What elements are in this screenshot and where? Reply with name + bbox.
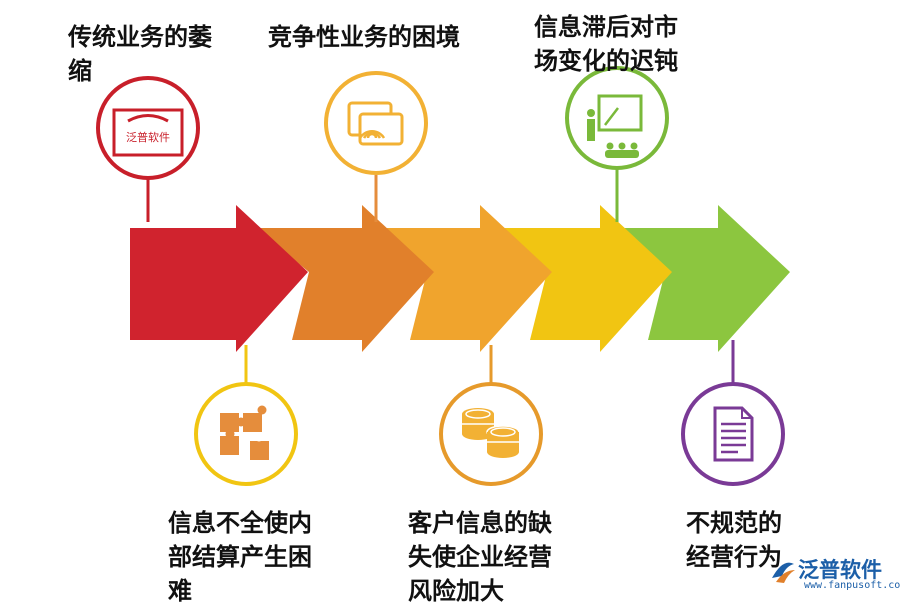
chevron-arrow-3 <box>372 205 552 352</box>
stage-label-5: 信息滞后对市 场变化的迟钝 <box>534 10 678 78</box>
stage-5-line-1: 信息滞后对市 <box>534 13 678 41</box>
stage-3-line-1: 竞争性业务的困境 <box>268 23 460 51</box>
chevron-arrow-2 <box>255 205 434 352</box>
wireless-screen-icon <box>324 71 428 175</box>
watermark-url: www.fanpusoft.com <box>804 580 900 591</box>
stage-6-line-1: 不规范的 <box>686 509 782 537</box>
stage-2-line-3: 难 <box>168 577 192 605</box>
chevron-arrow-5 <box>612 205 790 352</box>
stage-4-line-2: 失使企业经营 <box>408 543 552 571</box>
tv-logo-icon: 泛普软件 <box>96 76 200 180</box>
watermark-logo: 泛普软件 www.fanpusoft.com <box>768 552 900 596</box>
coins-icon <box>439 382 543 486</box>
stage-5-line-2: 场变化的迟钝 <box>534 47 678 75</box>
stage-label-1: 传统业务的萎 缩 <box>68 20 212 88</box>
stage-label-6: 不规范的 经营行为 <box>686 506 782 574</box>
document-icon <box>681 382 785 486</box>
tv-logo-text: 泛普软件 <box>126 130 170 144</box>
stage-label-2: 信息不全使内 部结算产生困 难 <box>168 506 312 608</box>
chevron-arrow-1 <box>130 205 308 352</box>
presentation-icon <box>565 66 669 170</box>
puzzle-icon <box>194 382 298 486</box>
watermark-logo-icon <box>772 562 795 583</box>
stage-label-4: 客户信息的缺 失使企业经营 风险加大 <box>408 506 552 608</box>
stage-label-3: 竞争性业务的困境 <box>268 20 460 54</box>
stage-2-line-2: 部结算产生困 <box>168 543 312 571</box>
stage-6-line-2: 经营行为 <box>686 543 782 571</box>
chevron-arrow-4 <box>492 205 672 352</box>
stage-1-line-1: 传统业务的萎 <box>68 23 212 51</box>
stage-1-line-2: 缩 <box>68 57 92 85</box>
stage-4-line-3: 风险加大 <box>408 577 504 605</box>
stage-2-line-1: 信息不全使内 <box>168 509 312 537</box>
watermark-name: 泛普软件 <box>798 558 882 582</box>
stage-4-line-1: 客户信息的缺 <box>408 509 552 537</box>
